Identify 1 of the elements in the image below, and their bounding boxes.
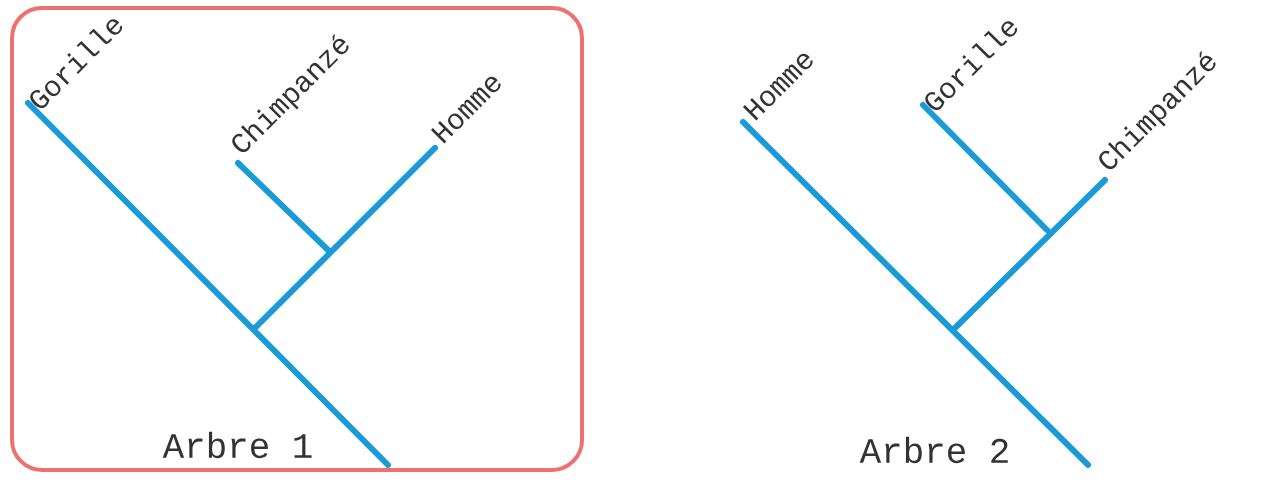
tree-caption: Arbre 2 — [859, 436, 1008, 464]
